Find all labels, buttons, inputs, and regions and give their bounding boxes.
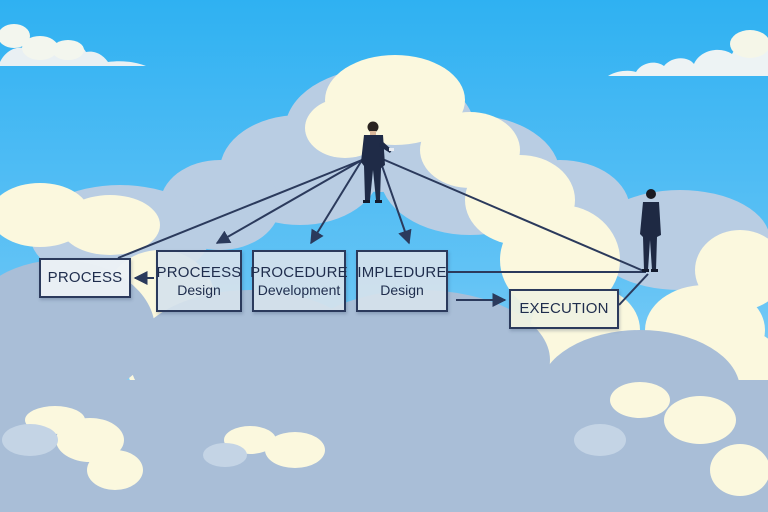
node-process-design-title: PROCEESS <box>156 263 242 281</box>
node-execution: EXECUTION <box>509 289 619 329</box>
node-process-design: PROCEESS Design <box>156 250 242 312</box>
cloud-bottom <box>2 382 768 496</box>
node-process-label: PROCESS <box>47 269 123 287</box>
node-procedure-development: PROCEDURE Development <box>250 250 348 312</box>
node-impledure-design-title: IMPLEDURE <box>357 263 447 281</box>
cloud-top-left <box>0 24 146 66</box>
node-process-design-subtitle: Design <box>177 282 221 299</box>
cloud-top-right <box>608 30 768 76</box>
node-impledure-design: IMPLEDURE Design <box>356 250 448 312</box>
node-procedure-development-subtitle: Development <box>257 282 341 299</box>
node-procedure-development-title: PROCEDURE <box>250 263 348 281</box>
node-execution-label: EXECUTION <box>519 300 609 318</box>
node-process: PROCESS <box>39 258 131 298</box>
node-impledure-design-subtitle: Design <box>380 282 424 299</box>
